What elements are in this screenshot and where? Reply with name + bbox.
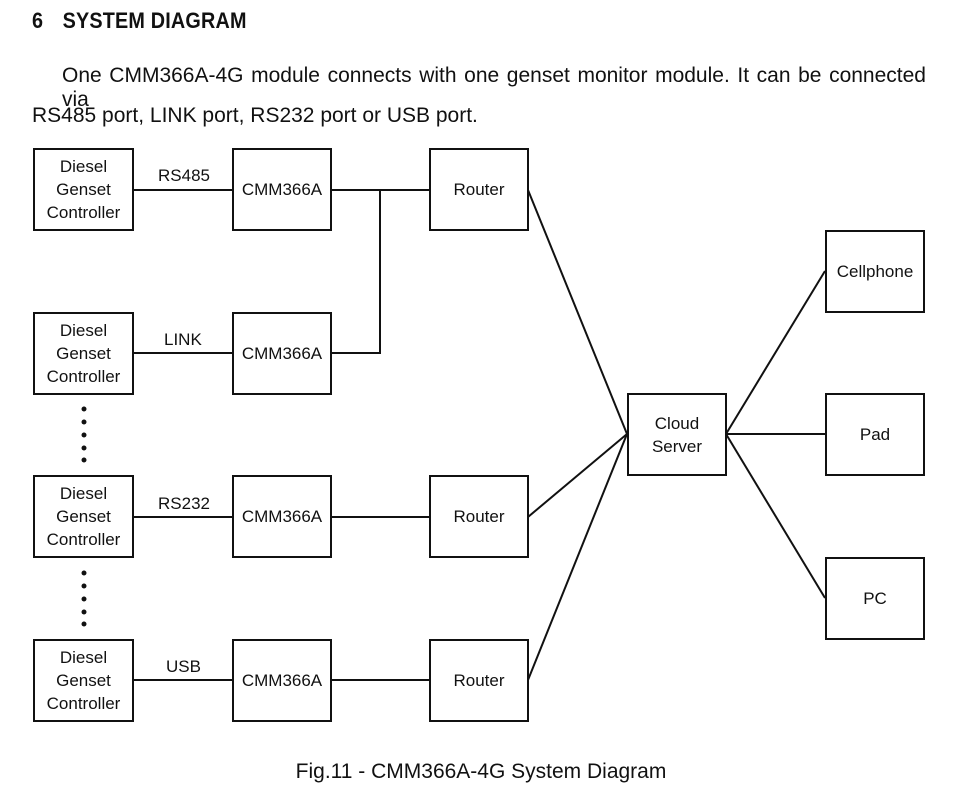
controller-label: Controller: [46, 530, 121, 549]
link-router2-cloud: [527, 433, 628, 518]
router-box-1: Router: [429, 148, 529, 231]
client-box-cellphone: Cellphone: [825, 230, 925, 313]
section-heading: 6 SYSTEM DIAGRAM: [32, 8, 247, 34]
figure-caption: Fig.11 - CMM366A-4G System Diagram: [295, 760, 667, 783]
controller-label: Diesel Genset: [56, 321, 111, 363]
link-router1-cloud: [527, 189, 628, 435]
link-router3-cloud: [527, 433, 628, 681]
link-cloud-cellphone: [725, 270, 826, 435]
client-box-pad: Pad: [825, 393, 925, 476]
port-label-rs485: RS485: [158, 166, 210, 185]
continuation-dots: [81, 406, 87, 627]
link-module2-router1: [331, 190, 381, 354]
module-box-3: CMM366A: [232, 475, 332, 558]
router-box-3: Router: [429, 639, 529, 722]
controller-label: Diesel Genset: [56, 648, 111, 690]
section-number: 6: [32, 8, 44, 33]
cloud-label: Server: [651, 436, 703, 456]
controller-label: Controller: [46, 694, 121, 713]
intro-paragraph-line2: RS485 port, LINK port, RS232 port or USB…: [32, 104, 478, 127]
port-label-rs232: RS232: [158, 494, 210, 513]
module-box-2: CMM366A: [232, 312, 332, 395]
module-box-1: CMM366A: [232, 148, 332, 231]
intro-paragraph-line1: One CMM366A-4G module connects with one …: [62, 64, 926, 111]
controller-label: Diesel Genset: [56, 484, 111, 526]
controller-label: Controller: [46, 367, 121, 386]
client-box-pc: PC: [825, 557, 925, 640]
link-cloud-pc: [725, 433, 826, 599]
port-label-usb: USB: [166, 657, 201, 676]
router-box-2: Router: [429, 475, 529, 558]
module-box-4: CMM366A: [232, 639, 332, 722]
section-title: SYSTEM DIAGRAM: [62, 8, 247, 33]
port-label-link: LINK: [164, 330, 202, 349]
cloud-label: Cloud: [654, 413, 700, 433]
controller-label: Controller: [46, 203, 121, 222]
controller-label: Diesel Genset: [56, 157, 111, 199]
